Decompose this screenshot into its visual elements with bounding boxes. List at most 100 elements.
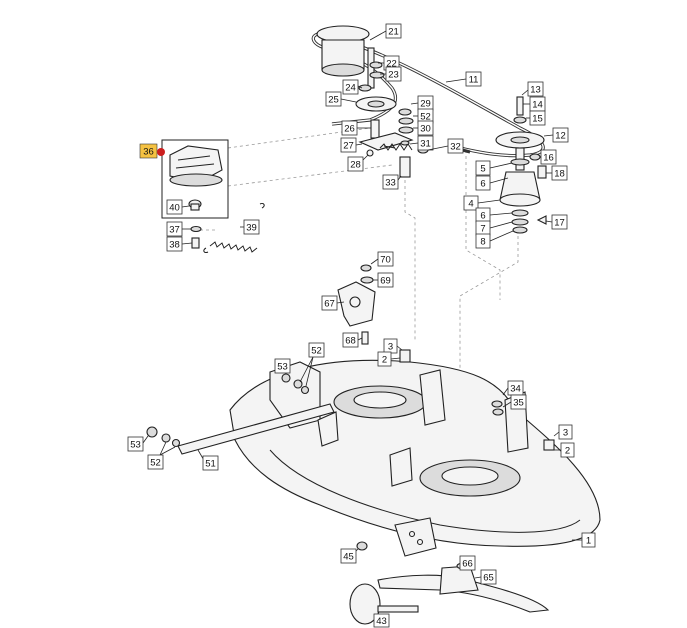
svg-text:21: 21 (388, 27, 399, 38)
callout-52-lower: 52 (147, 441, 176, 470)
callout-70: 70 (370, 251, 394, 267)
callout-52-middle: 52 (299, 342, 325, 387)
callout-4: 4 (463, 195, 501, 211)
callout-52-upper: 52 (413, 108, 434, 124)
svg-text:14: 14 (532, 100, 543, 111)
callout-18: 18 (546, 165, 568, 181)
svg-text:52: 52 (420, 112, 431, 123)
svg-text:5: 5 (480, 164, 485, 175)
svg-text:30: 30 (420, 124, 431, 135)
callout-8: 8 (475, 230, 514, 249)
callout-36-highlighted: 36 (139, 143, 165, 159)
callout-53-upper: 53 (274, 358, 291, 375)
svg-text:17: 17 (554, 218, 565, 229)
svg-text:29: 29 (420, 99, 431, 110)
callout-13: 13 (521, 81, 544, 97)
svg-text:16: 16 (543, 153, 554, 164)
callout-33: 33 (382, 174, 402, 190)
callout-29: 29 (410, 95, 434, 111)
callout-67: 67 (321, 295, 345, 311)
svg-text:26: 26 (344, 124, 355, 135)
svg-text:28: 28 (350, 160, 361, 171)
callout-66: 66 (459, 555, 476, 571)
callout-14: 14 (523, 96, 546, 112)
svg-text:53: 53 (130, 440, 141, 451)
svg-text:65: 65 (483, 573, 494, 584)
svg-text:39: 39 (246, 223, 257, 234)
callout-3-center: 3 (383, 338, 403, 354)
callout-65: 65 (474, 569, 497, 585)
callout-26: 26 (341, 120, 371, 136)
svg-text:3: 3 (388, 342, 393, 353)
svg-text:45: 45 (343, 552, 354, 563)
svg-text:25: 25 (328, 95, 339, 106)
svg-text:36: 36 (143, 147, 154, 158)
callout-11: 11 (445, 71, 482, 87)
svg-text:1: 1 (586, 536, 591, 547)
svg-text:68: 68 (345, 336, 356, 347)
svg-text:8: 8 (480, 237, 485, 248)
callout-17: 17 (545, 214, 568, 230)
callout-21: 21 (369, 23, 402, 41)
callout-31: 31 (409, 135, 434, 151)
svg-text:37: 37 (169, 225, 180, 236)
callout-6-upper: 6 (475, 175, 509, 191)
svg-text:15: 15 (532, 114, 543, 125)
svg-text:32: 32 (450, 142, 461, 153)
blade-assembly (349, 562, 550, 625)
callout-3-right: 3 (553, 424, 573, 440)
svg-text:3: 3 (563, 428, 568, 439)
svg-text:18: 18 (554, 169, 565, 180)
callout-39: 39 (240, 219, 260, 235)
callout-28: 28 (347, 154, 369, 172)
svg-text:7: 7 (480, 224, 485, 235)
callout-43: 43 (373, 611, 395, 628)
callout-68: 68 (342, 332, 363, 348)
tensioner-bracket (358, 108, 429, 178)
svg-text:70: 70 (380, 255, 391, 266)
callout-45: 45 (340, 548, 359, 564)
svg-text:40: 40 (169, 203, 180, 214)
callout-35: 35 (502, 394, 527, 410)
callout-34: 34 (502, 380, 524, 396)
svg-text:22: 22 (386, 59, 397, 70)
svg-text:35: 35 (513, 398, 524, 409)
callout-32: 32 (427, 138, 464, 154)
upper-pulley (316, 25, 385, 92)
spring-and-bolt (190, 203, 265, 253)
svg-text:38: 38 (169, 240, 180, 251)
callout-23: 23 (380, 66, 402, 82)
svg-text:53: 53 (277, 362, 288, 373)
svg-text:51: 51 (205, 459, 216, 470)
svg-text:69: 69 (380, 276, 391, 287)
svg-text:23: 23 (388, 70, 399, 81)
svg-text:31: 31 (420, 139, 431, 150)
callout-69: 69 (373, 272, 394, 288)
svg-text:34: 34 (510, 384, 521, 395)
mounting-plate (337, 264, 376, 345)
callout-16: 16 (540, 149, 557, 165)
callout-7: 7 (475, 220, 513, 236)
callout-15: 15 (526, 110, 546, 126)
svg-text:11: 11 (469, 75, 479, 86)
svg-text:13: 13 (530, 85, 541, 96)
spindle-pulley (495, 96, 547, 234)
callout-2-right: 2 (554, 442, 575, 458)
callout-51: 51 (197, 449, 219, 471)
svg-text:4: 4 (468, 199, 473, 210)
callout-24: 24 (342, 79, 363, 95)
svg-text:33: 33 (385, 178, 396, 189)
callout-12: 12 (543, 127, 569, 143)
svg-text:24: 24 (345, 83, 356, 94)
svg-text:6: 6 (480, 211, 485, 222)
svg-text:2: 2 (382, 355, 387, 366)
callout-1: 1 (572, 532, 596, 548)
svg-text:67: 67 (324, 299, 335, 310)
svg-text:27: 27 (343, 141, 354, 152)
svg-text:6: 6 (480, 179, 485, 190)
callout-38: 38 (166, 236, 193, 252)
svg-text:43: 43 (376, 616, 387, 627)
callout-53-lower: 53 (127, 435, 149, 452)
svg-text:52: 52 (311, 346, 322, 357)
